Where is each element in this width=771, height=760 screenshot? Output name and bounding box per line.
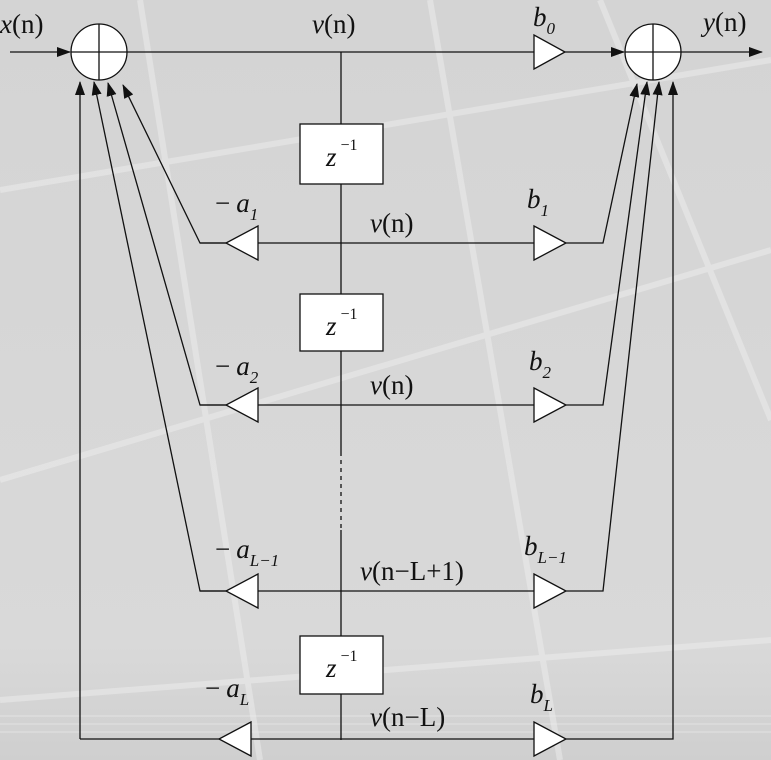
feedforward-paths: [566, 81, 678, 740]
delay-box-3-label: z−1: [325, 648, 358, 683]
gain-aL: [217, 720, 252, 758]
gain-b2: [533, 386, 568, 424]
delay-box-3: z−1: [299, 635, 384, 695]
tap1-a-label: −a1: [215, 188, 258, 224]
tapL-b-label: bL: [530, 679, 553, 715]
delay-box-2: z−1: [299, 293, 384, 352]
top-node-label: v(n): [312, 9, 355, 39]
gain-bL: [533, 720, 568, 758]
delay-box-2-label: z−1: [325, 306, 358, 341]
tapL1-node-label: v(n−L+1): [360, 556, 464, 586]
tapL1-b-label: bL−1: [524, 531, 567, 567]
tap1-b-label: b1: [527, 184, 549, 220]
tapL1-a-label: −aL−1: [215, 534, 279, 570]
right-summing-junction: [624, 23, 682, 81]
output-label: y(n): [700, 7, 746, 37]
gain-b0: [533, 33, 567, 71]
delay-box-1-label: z−1: [325, 137, 358, 172]
background-floor-lines: [0, 715, 771, 733]
tap2-a-label: −a2: [215, 351, 259, 387]
tapL-node-label: v(n−L): [370, 702, 445, 732]
left-summing-junction: [70, 23, 128, 81]
gain-a1: [224, 224, 259, 262]
tap2-node-label: v(n): [370, 370, 413, 400]
feedback-paths: [75, 81, 226, 739]
gain-a2: [224, 386, 259, 424]
b0-label: b0: [533, 2, 556, 38]
gain-bL-1: [533, 572, 568, 610]
gain-aL-1: [224, 572, 259, 610]
tapL-a-label: −aL: [205, 673, 249, 709]
gain-b1: [533, 224, 568, 262]
tap2-b-label: b2: [529, 346, 552, 382]
input-label: x(n): [0, 9, 43, 39]
tap1-node-label: v(n): [370, 208, 413, 238]
delay-box-1: z−1: [299, 123, 384, 185]
